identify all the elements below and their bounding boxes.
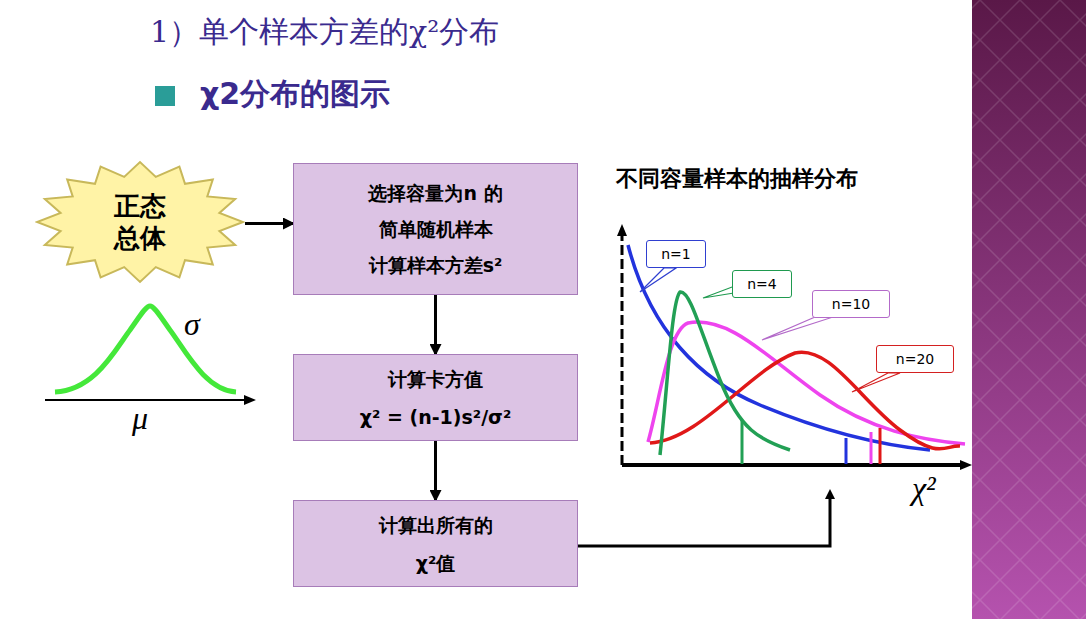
callout-box: n=4 — [732, 270, 792, 298]
text-line: χ²值 — [379, 544, 493, 582]
critical-line — [879, 428, 882, 464]
callout-tail — [852, 373, 900, 392]
text-label: χ² — [912, 470, 936, 507]
text-line: 计算卡方值 — [360, 360, 511, 398]
curve-n4 — [660, 292, 790, 455]
side-band — [972, 0, 1086, 619]
node-text: n=10 — [832, 296, 870, 313]
starburst-outline — [35, 160, 245, 284]
process-box: 计算卡方值 χ² = (n-1)s²/σ² — [293, 354, 578, 441]
node-content: 计算卡方值 χ² = (n-1)s²/σ² — [294, 355, 577, 440]
text-line: χ² = (n-1)s²/σ² — [360, 398, 511, 436]
node-content: n=20 — [877, 346, 953, 372]
y-axis — [621, 230, 624, 465]
flow-arrow — [434, 295, 437, 354]
node-text: 正态 总体 — [114, 190, 166, 255]
callout-box: n=10 — [812, 290, 890, 318]
side-band-pattern — [972, 0, 1086, 619]
starburst-shape — [37, 162, 243, 282]
node-content: n=1 — [647, 241, 705, 267]
node-text: 计算卡方值 χ² = (n-1)s²/σ² — [360, 360, 511, 436]
process-box: 选择容量为n 的 简单随机样本 计算样本方差s² — [293, 163, 578, 295]
text-label: μ — [132, 400, 148, 437]
node-text: 计算出所有的 χ²值 — [379, 506, 493, 582]
node-content: 计算出所有的 χ²值 — [294, 501, 577, 586]
text-line: 选择容量为n 的 — [368, 175, 502, 211]
critical-line — [845, 438, 848, 464]
node-text: n=20 — [896, 351, 934, 368]
population-starburst: 正态 总体 — [35, 160, 245, 284]
text-line: 简单随机样本 — [368, 211, 502, 247]
callout-box: n=20 — [876, 345, 954, 373]
process-box: 计算出所有的 χ²值 — [293, 500, 578, 587]
node-text: 选择容量为n 的 简单随机样本 计算样本方差s² — [368, 175, 502, 283]
node-content: n=10 — [813, 291, 889, 317]
bullet-square — [155, 86, 175, 106]
flow-arrow — [434, 441, 437, 500]
text-line: 计算出所有的 — [379, 506, 493, 544]
x-axis — [622, 463, 966, 467]
slide-title: 1）单个样本方差的χ²分布 — [150, 12, 499, 53]
text-label: 不同容量样本的抽样分布 — [616, 164, 858, 194]
flow-arrow — [578, 494, 830, 546]
normal-curve — [55, 306, 236, 392]
text-line: 正态 — [114, 190, 166, 223]
text-label: χ2分布的图示 — [200, 74, 390, 115]
flow-arrow — [245, 222, 293, 225]
critical-line — [741, 420, 744, 464]
callout-tail — [640, 268, 676, 292]
text-line: 计算样本方差s² — [368, 247, 502, 283]
node-content: 选择容量为n 的 简单随机样本 计算样本方差s² — [294, 164, 577, 294]
node-content: n=4 — [733, 271, 791, 297]
text-label: σ — [184, 306, 200, 343]
critical-line — [870, 432, 873, 464]
node-content: 正态 总体 — [35, 160, 245, 284]
node-text: n=4 — [747, 276, 777, 293]
node-text: n=1 — [661, 246, 691, 263]
text-line: 总体 — [114, 222, 166, 255]
callout-box: n=1 — [646, 240, 706, 268]
